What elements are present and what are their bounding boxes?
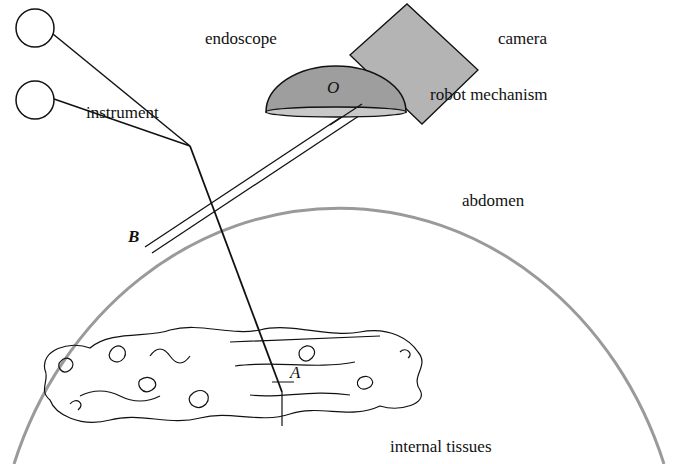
point-label: O bbox=[327, 79, 339, 98]
instrument-ring bbox=[16, 9, 54, 47]
robot-dome bbox=[266, 66, 406, 112]
robot-base bbox=[266, 107, 406, 117]
endoscope-tube bbox=[330, 104, 362, 125]
part-label: camera bbox=[498, 30, 547, 49]
point-label: A bbox=[290, 364, 300, 383]
point-label: B bbox=[128, 228, 139, 247]
internal-tissues bbox=[44, 327, 422, 426]
part-label: endoscope bbox=[205, 30, 277, 49]
part-label: internal tissues bbox=[390, 438, 492, 457]
part-label: abdomen bbox=[462, 192, 524, 211]
part-label: instrument bbox=[86, 104, 159, 123]
part-label: robot mechanism bbox=[430, 86, 548, 105]
instrument-shaft bbox=[190, 146, 282, 392]
instrument-arm bbox=[53, 34, 190, 146]
instrument-arm bbox=[54, 99, 190, 146]
instrument-ring bbox=[16, 81, 54, 119]
abdomen-outline bbox=[14, 208, 664, 464]
